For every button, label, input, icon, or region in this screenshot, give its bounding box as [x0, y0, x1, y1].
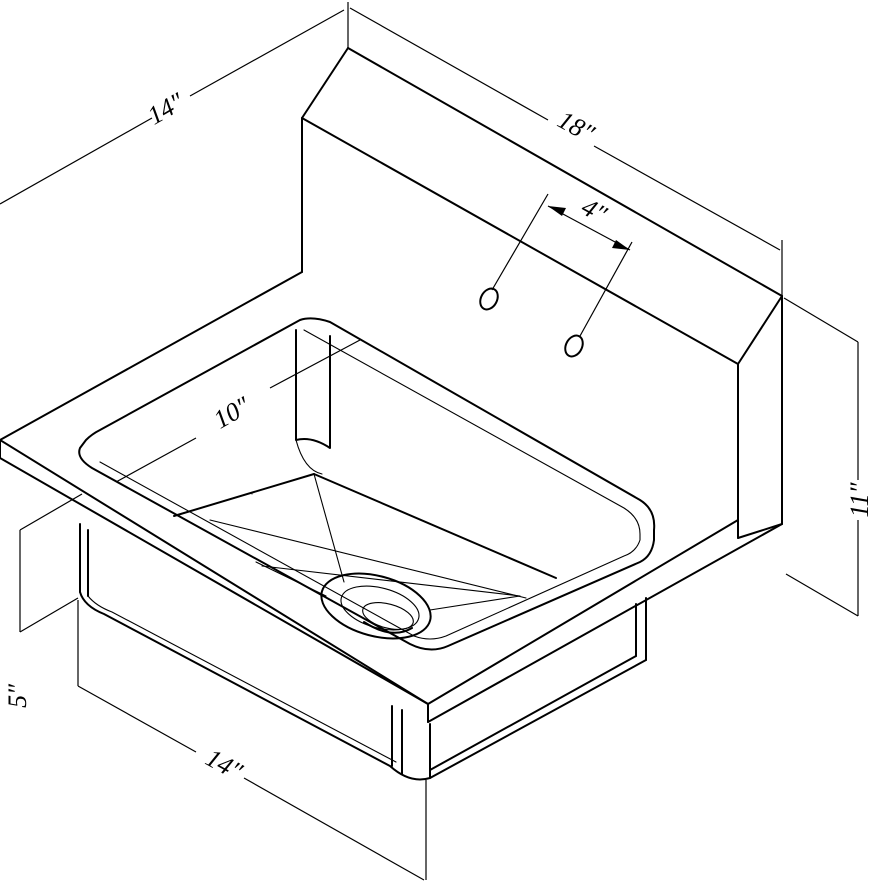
label-bottom-width: 14″: [201, 743, 248, 787]
label-bowl-width: 10″: [209, 390, 256, 434]
label-bowl-depth: 5″: [3, 683, 32, 708]
label-backsplash-height: 11″: [845, 481, 874, 517]
sink-deck: [0, 271, 783, 723]
faucet-hole-left: [479, 287, 499, 311]
bowl-interior: [173, 473, 557, 611]
label-top-depth: 14″: [143, 86, 190, 130]
drain: [320, 572, 432, 640]
label-top-width: 18″: [553, 105, 600, 149]
bowl-opening: [78, 317, 656, 651]
faucet-hole-right: [564, 334, 584, 358]
backsplash: [301, 47, 783, 539]
bowl-body: [79, 523, 647, 781]
dimension-lines: [0, 2, 859, 881]
